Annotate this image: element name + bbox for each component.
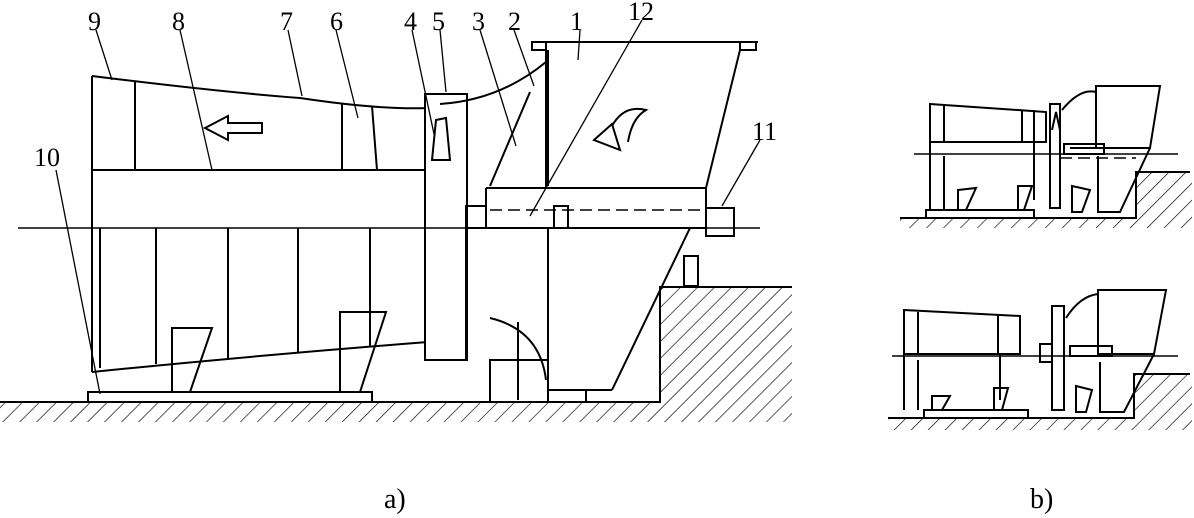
figure-b-bottom [888, 289, 1192, 430]
rotation-arrow [592, 108, 649, 152]
label-3: 3 [472, 7, 485, 36]
label-2: 2 [508, 7, 521, 36]
flow-arrow-left [202, 114, 263, 142]
diffuser-casing [91, 75, 429, 373]
label-6: 6 [330, 7, 343, 36]
caption-b: b) [1030, 484, 1053, 515]
diffuser-supports [171, 311, 388, 393]
impeller-disc [424, 93, 468, 361]
pedestal [465, 228, 549, 403]
impeller-blade [430, 116, 452, 161]
base-plate [87, 391, 373, 403]
shaft [465, 205, 735, 287]
ground-a [0, 286, 792, 422]
label-1: 1 [570, 7, 583, 36]
leader-lines [55, 19, 761, 395]
label-12: 12 [628, 0, 654, 26]
label-9: 9 [88, 7, 101, 36]
figure-a: 9 8 7 6 4 5 3 2 1 12 11 10 a) [0, 0, 792, 515]
label-10: 10 [34, 143, 60, 172]
label-8: 8 [172, 7, 185, 36]
label-7: 7 [280, 7, 293, 36]
figure-b-top [900, 85, 1192, 228]
label-4: 4 [404, 7, 417, 36]
caption-a: a) [384, 484, 406, 515]
label-5: 5 [432, 7, 445, 36]
label-11: 11 [752, 117, 777, 146]
